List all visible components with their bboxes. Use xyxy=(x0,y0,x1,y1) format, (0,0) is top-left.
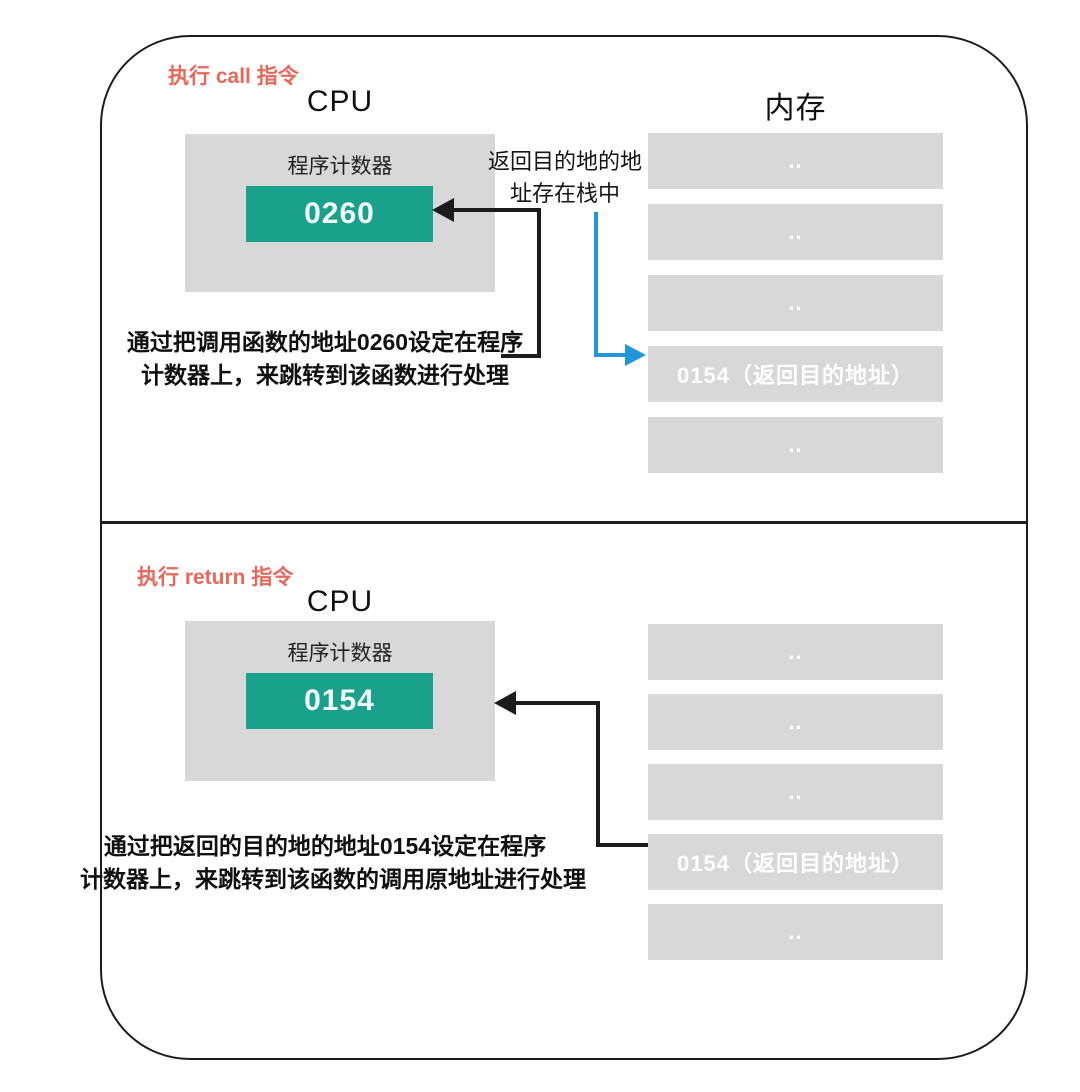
stack-note-line2: 址存在栈中 xyxy=(509,181,620,206)
cpu-box: 程序计数器 0260 xyxy=(185,134,495,292)
program-counter-value: 0260 xyxy=(246,186,433,242)
call-caption-line2: 计数器上，来跳转到该函数进行处理 xyxy=(141,362,509,388)
section-label-return: 执行 return 指令 xyxy=(137,566,294,589)
memory-row: .. xyxy=(648,624,943,680)
stack-note-line1: 返回目的地的地 xyxy=(487,149,642,174)
call-caption-line1: 通过把调用函数的地址0260设定在程序 xyxy=(126,329,524,355)
outer-rounded-frame xyxy=(100,35,1028,1060)
memory-row: .. xyxy=(648,694,943,750)
memory-row-return-address: 0154（返回目的地址） xyxy=(648,834,943,890)
memory-row: .. xyxy=(648,764,943,820)
return-caption: 通过把返回的目的地的地址0154设定在程序 计数器上，来跳转到该函数的调用原地址… xyxy=(80,830,586,896)
memory-row: .. xyxy=(648,417,943,473)
cpu-title: CPU xyxy=(306,85,374,118)
memory-row: .. xyxy=(648,204,943,260)
return-caption-line2: 计数器上，来跳转到该函数的调用原地址进行处理 xyxy=(80,866,586,892)
memory-row: .. xyxy=(648,133,943,189)
cpu-title: CPU xyxy=(306,585,374,618)
memory-row: .. xyxy=(648,904,943,960)
memory-row-return-address: 0154（返回目的地址） xyxy=(648,346,943,402)
cpu-box: 程序计数器 0154 xyxy=(185,621,495,781)
return-caption-line1: 通过把返回的目的地的地址0154设定在程序 xyxy=(103,833,547,859)
program-counter-label: 程序计数器 xyxy=(287,642,393,665)
memory-title: 内存 xyxy=(764,92,827,125)
call-caption: 通过把调用函数的地址0260设定在程序 计数器上，来跳转到该函数进行处理 xyxy=(95,326,555,392)
program-counter-value: 0154 xyxy=(246,673,433,729)
memory-row: .. xyxy=(648,275,943,331)
section-label-call: 执行 call 指令 xyxy=(168,65,299,88)
stack-note: 返回目的地的地 址存在栈中 xyxy=(470,146,660,210)
program-counter-label: 程序计数器 xyxy=(287,155,393,178)
panel-divider-line xyxy=(100,521,1028,524)
